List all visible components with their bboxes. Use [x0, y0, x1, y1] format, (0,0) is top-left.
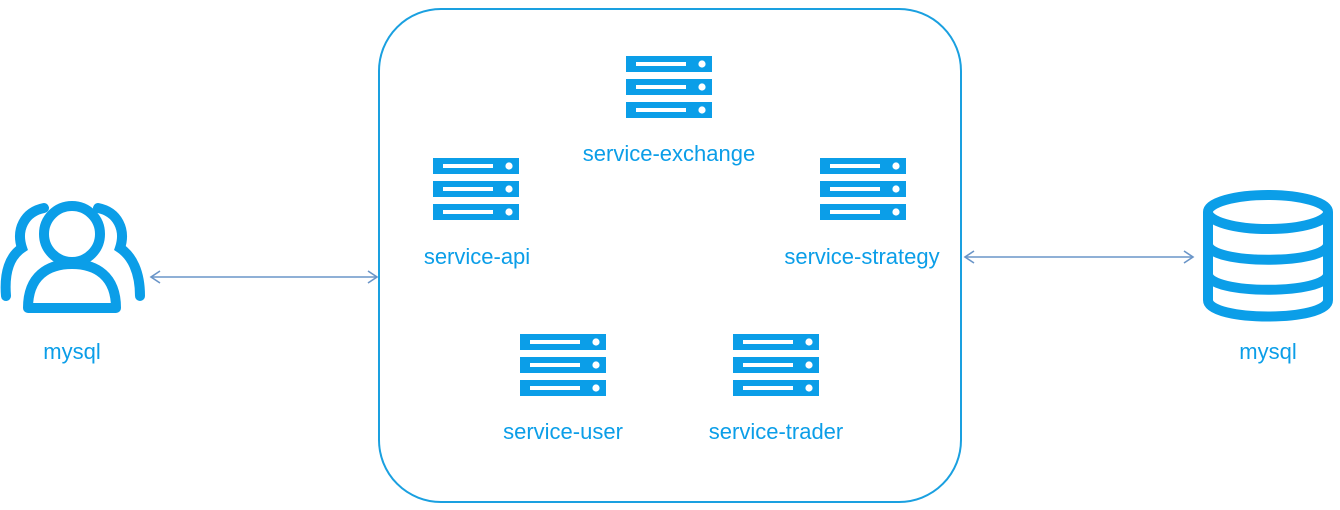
service-label: service-trader — [708, 419, 844, 444]
database-label: mysql — [1239, 339, 1297, 364]
server-icon — [733, 334, 819, 396]
service-label: service-api — [423, 244, 531, 269]
client-label: mysql — [43, 339, 101, 364]
service-label: service-strategy — [784, 244, 940, 269]
database-icon — [1203, 190, 1333, 322]
service-label: service-user — [503, 419, 623, 444]
server-icon — [626, 56, 712, 118]
server-icon — [433, 158, 519, 220]
server-icon — [820, 158, 906, 220]
services-container — [378, 8, 962, 503]
client-connector — [149, 270, 379, 284]
database-connector — [963, 250, 1195, 264]
server-icon — [520, 334, 606, 396]
users-icon — [0, 201, 145, 313]
service-label: service-exchange — [582, 141, 756, 166]
